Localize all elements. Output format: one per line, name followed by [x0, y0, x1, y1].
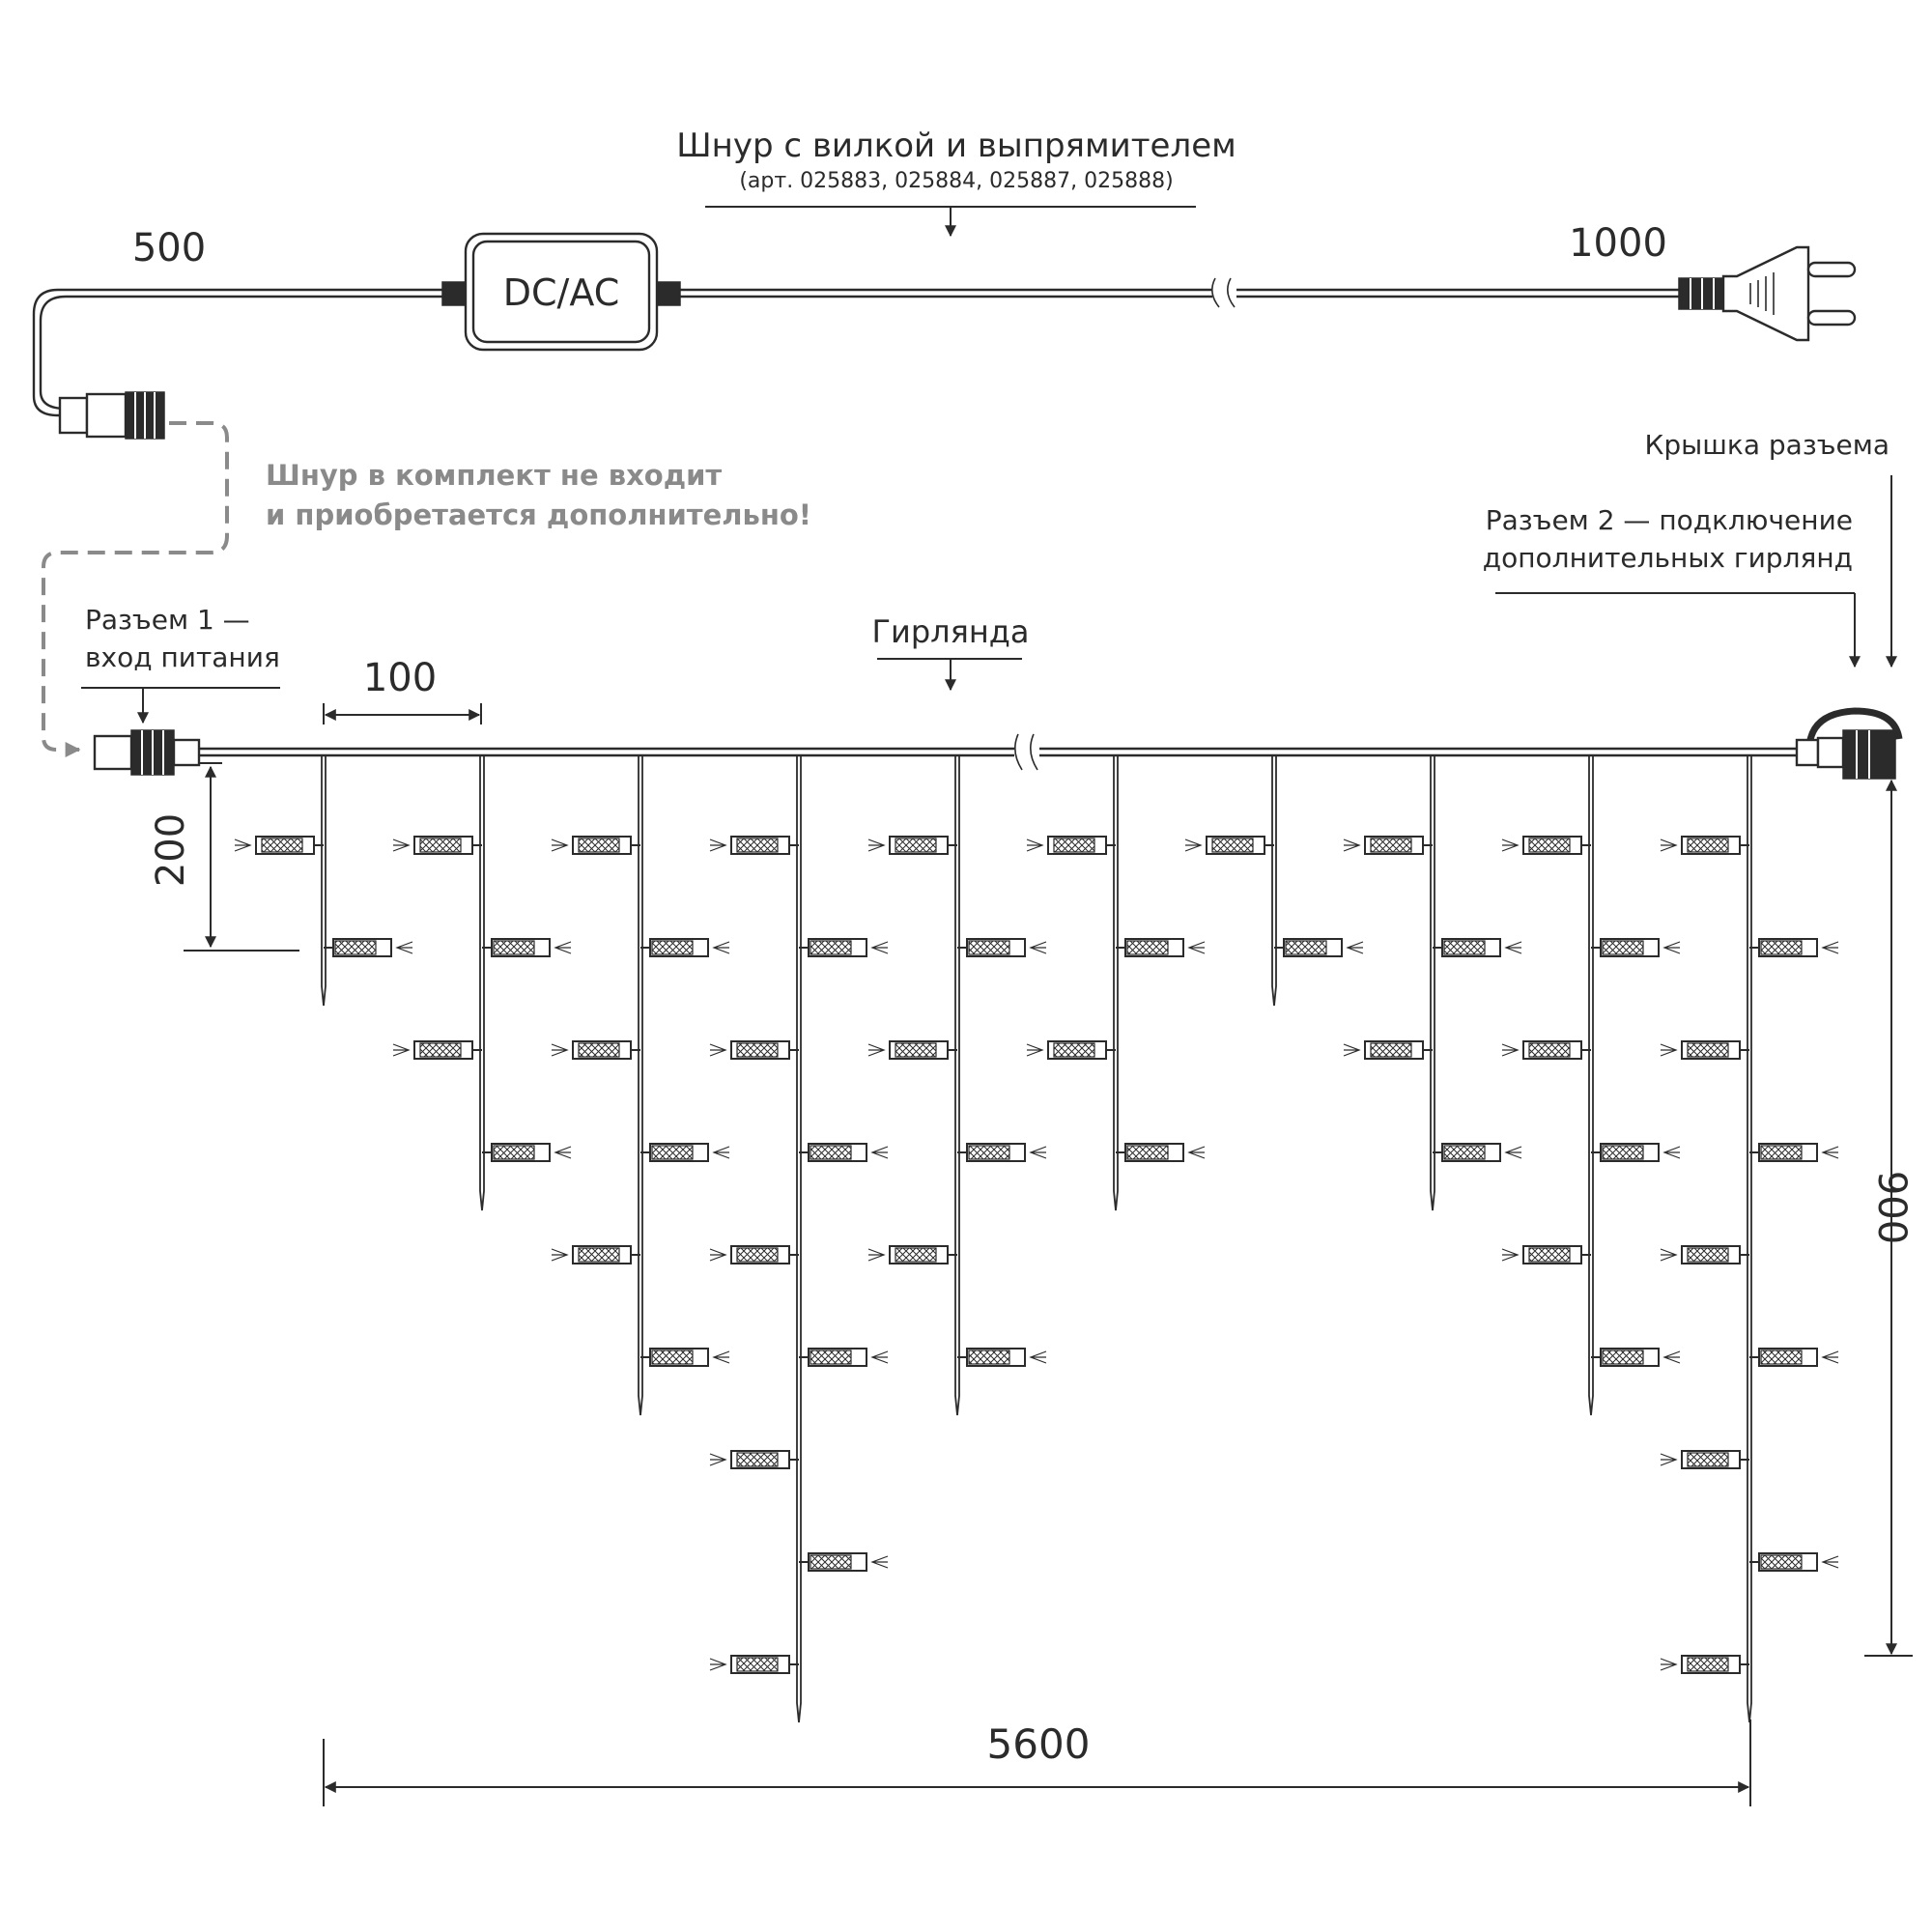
cord-articles: (арт. 025883, 025884, 025887, 025888)	[739, 169, 1173, 193]
led-bulb-icon	[551, 1040, 640, 1060]
led-bulb-icon	[640, 938, 730, 957]
led-bulb-icon	[392, 836, 482, 855]
dim-1000-label: 1000	[1569, 221, 1667, 266]
led-bulb-icon	[1591, 1143, 1681, 1162]
led-bulb-icon	[1591, 938, 1681, 957]
led-bulb-icon	[482, 938, 572, 957]
note-line1: Шнур в комплект не входит	[266, 459, 722, 492]
note-line2: и приобретается дополнительно!	[266, 498, 811, 531]
led-bulb-icon	[1433, 1143, 1522, 1162]
led-bulb-icon	[1660, 1245, 1749, 1264]
cord-connector-icon	[58, 391, 165, 440]
connector2-label-line1: Разъем 2 — подключение	[1486, 504, 1853, 536]
garland-strand	[1184, 755, 1364, 1007]
power-cord: DC/AC	[32, 232, 1857, 440]
led-bulb-icon	[1501, 836, 1591, 855]
led-bulb-icon	[799, 1143, 889, 1162]
led-bulb-icon	[324, 938, 413, 957]
led-bulb-icon	[640, 1348, 730, 1367]
led-bulb-icon	[482, 1143, 572, 1162]
dim-5600-label: 5600	[987, 1720, 1091, 1768]
garland-strand	[1343, 755, 1522, 1211]
led-bulb-icon	[709, 1245, 799, 1264]
led-bulb-icon	[867, 1040, 957, 1060]
rectifier-label: DC/AC	[503, 271, 619, 314]
led-bulb-icon	[1116, 938, 1206, 957]
led-bulb-icon	[1749, 1348, 1839, 1367]
led-bulb-icon	[1591, 1348, 1681, 1367]
wire-break-icon	[1211, 277, 1236, 308]
connector1-label-line1: Разъем 1 —	[85, 604, 250, 636]
led-bulb-icon	[709, 1655, 799, 1674]
garland-strand	[1660, 755, 1839, 1723]
led-bulb-icon	[1343, 1040, 1433, 1060]
garland-main-wire	[198, 733, 1799, 771]
dim-500-label: 500	[132, 226, 206, 270]
led-bulb-icon	[1660, 1655, 1749, 1674]
dim-100-label: 100	[363, 656, 437, 700]
led-bulb-icon	[1749, 938, 1839, 957]
connector2-label-line2: дополнительных гирлянд	[1483, 542, 1853, 574]
led-bulb-icon	[1660, 1450, 1749, 1469]
garland-strand	[1026, 755, 1206, 1211]
garland-strand	[234, 755, 413, 1007]
led-bulb-icon	[957, 938, 1047, 957]
led-bulb-icon	[1660, 1040, 1749, 1060]
led-bulb-icon	[1749, 1143, 1839, 1162]
led-bulb-icon	[867, 1245, 957, 1264]
led-bulb-icon	[709, 836, 799, 855]
led-bulb-icon	[709, 1040, 799, 1060]
garland-strand	[1501, 755, 1681, 1416]
dashed-connection	[42, 421, 229, 757]
wire-break-icon	[1014, 733, 1023, 771]
cap-label: Крышка разъема	[1645, 429, 1889, 461]
garland-strands	[234, 755, 1839, 1723]
led-bulb-icon	[551, 1245, 640, 1264]
connector1-label-line2: вход питания	[85, 641, 280, 673]
led-bulb-icon	[1116, 1143, 1206, 1162]
garland-strand	[709, 755, 889, 1723]
plug-icon	[1678, 245, 1857, 342]
led-bulb-icon	[640, 1143, 730, 1162]
led-bulb-icon	[551, 836, 640, 855]
led-bulb-icon	[1026, 836, 1116, 855]
garland-label: Гирлянда	[872, 613, 1030, 650]
led-bulb-icon	[1433, 938, 1522, 957]
led-bulb-icon	[1501, 1245, 1591, 1264]
led-bulb-icon	[799, 938, 889, 957]
led-bulb-icon	[957, 1348, 1047, 1367]
rectifier-box: DC/AC	[441, 232, 681, 352]
cord-title: Шнур с вилкой и выпрямителем	[676, 127, 1236, 165]
connector2-icon	[1795, 729, 1896, 780]
led-bulb-icon	[867, 836, 957, 855]
garland-strand	[551, 755, 730, 1416]
garland-strand	[392, 755, 572, 1211]
led-bulb-icon	[1749, 1552, 1839, 1572]
dim-200-label: 200	[149, 813, 193, 887]
led-bulb-icon	[1343, 836, 1433, 855]
led-bulb-icon	[1274, 938, 1364, 957]
led-bulb-icon	[1660, 836, 1749, 855]
led-bulb-icon	[799, 1552, 889, 1572]
led-bulb-icon	[234, 836, 324, 855]
connector-cap-icon	[1806, 707, 1903, 741]
led-bulb-icon	[1026, 1040, 1116, 1060]
connector1-icon	[93, 729, 201, 776]
led-bulb-icon	[1501, 1040, 1591, 1060]
led-bulb-icon	[1184, 836, 1274, 855]
led-bulb-icon	[392, 1040, 482, 1060]
led-bulb-icon	[957, 1143, 1047, 1162]
led-bulb-icon	[709, 1450, 799, 1469]
led-bulb-icon	[799, 1348, 889, 1367]
garland-strand	[867, 755, 1047, 1416]
